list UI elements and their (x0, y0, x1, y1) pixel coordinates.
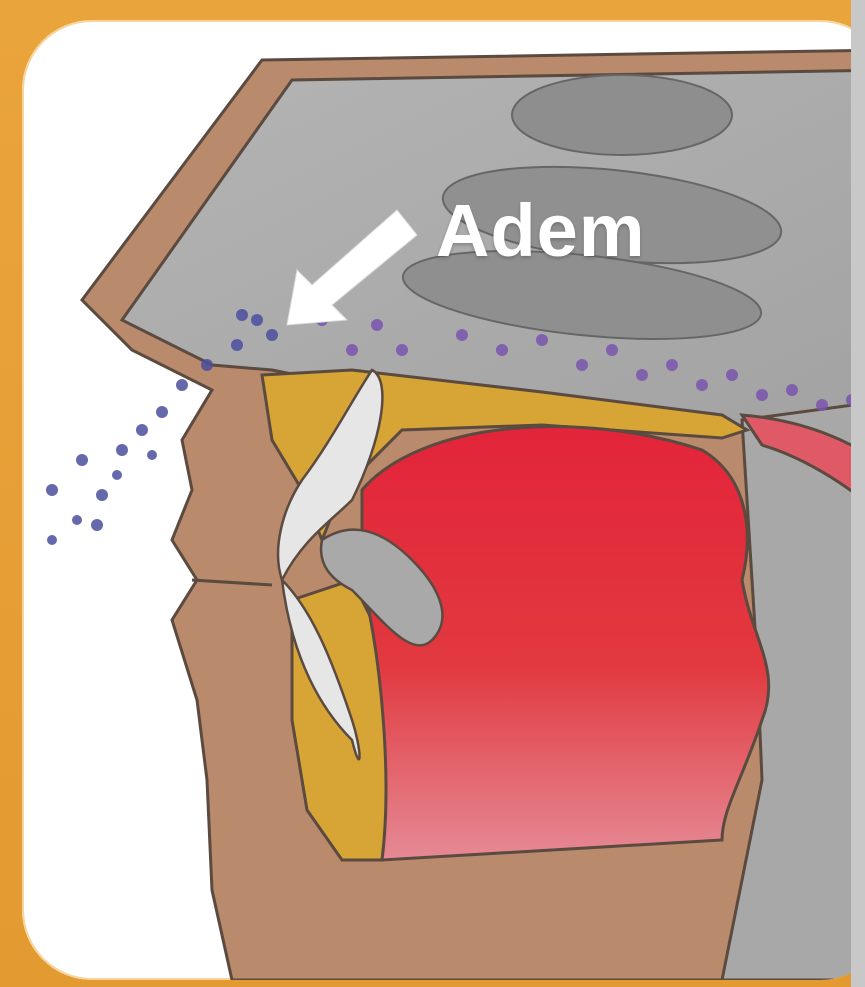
breath-label: Adem (436, 188, 646, 273)
turbinate-top (512, 75, 732, 155)
right-edge (851, 0, 865, 987)
head-cross-section-illustration (22, 20, 865, 980)
diagram-card: Adem (22, 20, 865, 980)
